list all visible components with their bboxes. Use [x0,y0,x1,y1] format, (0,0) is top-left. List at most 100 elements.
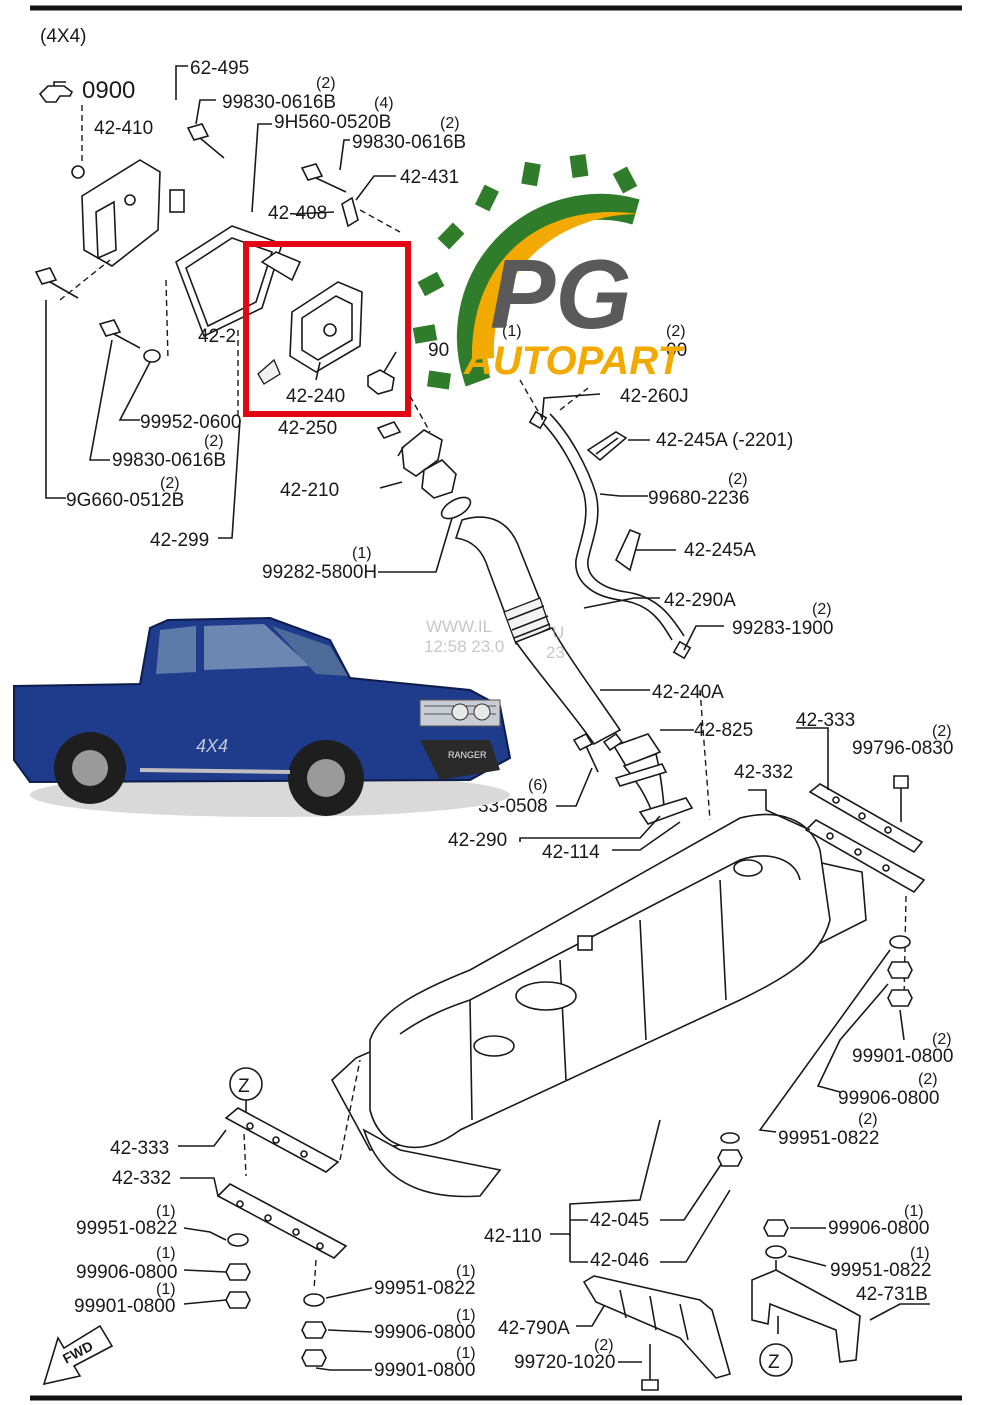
part-9G660-0512B: 9G660-0512B [66,490,184,511]
part-42-260J: 42-260J [620,386,689,407]
part-99906-0800: 99906-0800 [838,1088,939,1109]
filler-pipe-42-240A [514,627,622,746]
leader [748,789,811,831]
qty: (2) [918,1071,938,1088]
fuel-tank-42-110 [330,813,867,1198]
part-42-332-right: 42-332 [734,762,793,783]
leader [699,689,711,821]
z-marker-right: Z [759,1343,793,1377]
filler-neck-42-290 [612,733,694,825]
leader [599,493,648,497]
part-42-245A: 42-245A [684,540,756,561]
part-99796-0830: 99796-0830 [852,738,953,759]
qty: (2) [204,433,224,450]
orange-swoosh [471,211,640,360]
leader [796,727,829,790]
bolt-icon [300,163,347,193]
part-90: 90 [428,340,449,361]
leader [660,1159,725,1221]
heat-shield-42-790A [582,1275,731,1379]
qty: (1) [904,1203,924,1220]
leader [183,1299,227,1305]
qty: (2) [666,323,686,340]
gear-icon [412,153,640,390]
leader [541,393,601,421]
leader [178,1129,227,1147]
leader [315,1367,372,1371]
watermark-line-2: 12:58 23.0 [424,637,504,656]
logo-name: PG [490,239,632,349]
bracket-42-410-shape [71,159,161,267]
qty: (1) [156,1203,176,1220]
leader [787,1255,827,1267]
part-99282-5800H: 99282-5800H [262,562,377,583]
truck-badge: 4X4 [196,736,228,756]
logo-subtitle: AUTOPART [463,339,685,383]
leader [251,123,272,213]
leader [559,387,589,411]
leader [313,1259,317,1291]
watermark-line-1b: U [552,623,564,642]
leader [519,379,543,419]
leader [576,1305,605,1327]
leader [195,99,216,125]
qty: (1) [502,323,522,340]
clamp-icon [376,421,402,439]
bolt-icon [34,267,79,299]
leader [89,339,113,461]
leader [293,211,335,215]
leader [758,949,891,1133]
leader [165,279,169,361]
part-99680-2236: 99680-2236 [648,488,749,509]
leader [355,175,396,201]
part-62-495: 62-495 [190,58,249,79]
leader [556,767,593,807]
leader [218,419,241,539]
part-99830-0616B: 99830-0616B [352,132,466,153]
qty: (2) [932,1031,952,1048]
strap-42-332-right [804,819,926,894]
qty: (1) [456,1345,476,1362]
watermark-line-2b: 23 [546,643,565,662]
leader [379,481,403,489]
leader [59,259,111,301]
strap-42-332-left [216,1183,348,1259]
strap-42-333-right [808,783,924,854]
highlight-box [243,241,411,417]
washer-icon [303,1293,325,1307]
part-99901-0800: 99901-0800 [74,1296,175,1317]
part-99720-1020: 99720-1020 [514,1352,615,1373]
part-42-114: 42-114 [542,842,600,863]
part-42-290: 42-290 [448,830,507,851]
qty: (1) [456,1307,476,1324]
filler-cap-42-210 [397,429,457,499]
part-99901-0800: 99901-0800 [374,1360,475,1381]
clip-42-245A-2201 [586,431,628,462]
leader [378,517,453,573]
fuel-pump-cover-42-240 [257,251,397,395]
bolt-icon [186,123,225,159]
part-42-790A: 42-790A [498,1318,570,1339]
bracket-42-731B [751,1260,861,1363]
part-42-731B: 42-731B [856,1284,928,1305]
leader [339,1059,361,1161]
part-99901-0800: 99901-0800 [852,1046,953,1067]
qty: (2) [728,471,748,488]
part-9H560-0520B: 9H560-0520B [274,112,391,133]
pg-autopart-logo: PG AUTOPART [412,153,685,390]
qty: (2) [160,475,180,492]
leader [409,395,431,433]
washer-icon [227,1233,249,1247]
part-42-408: 42-408 [268,203,327,224]
leader [519,815,661,842]
leader [325,1287,373,1299]
part-42-2: 42-2 [198,326,236,347]
qty: (1) [156,1245,176,1262]
nut-icon [225,1263,251,1281]
qty: (1) [456,1263,476,1280]
part-42-240A: 42-240A [652,682,724,703]
nut-icon [301,1349,327,1367]
part-99283-1900: 99283-1900 [732,618,833,639]
leader [45,300,66,499]
